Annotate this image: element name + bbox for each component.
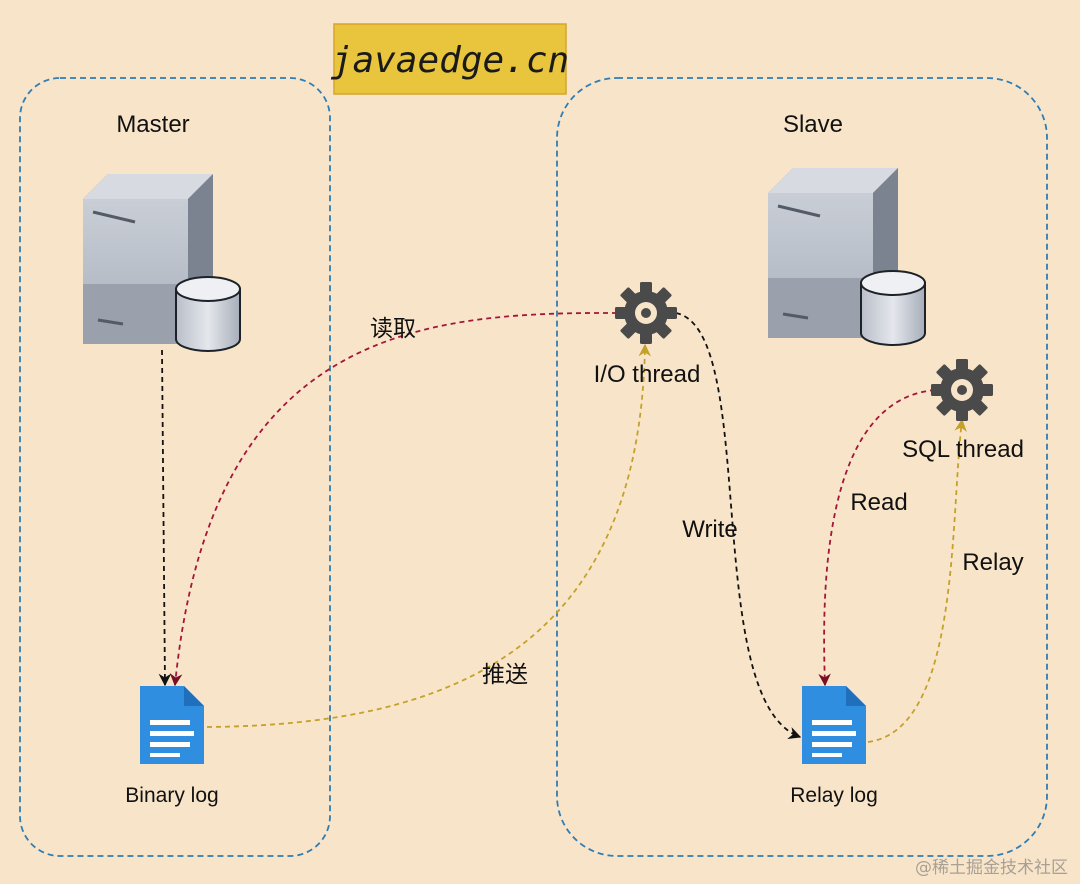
io-thread-label: I/O thread xyxy=(594,361,701,388)
slave-container xyxy=(556,77,1048,857)
slave-title: Slave xyxy=(783,111,843,138)
relay-arrow xyxy=(867,418,967,743)
sql-thread-gear-icon xyxy=(931,359,993,421)
master-to-binlog-arrow xyxy=(158,349,172,687)
edge-label-write: Write xyxy=(682,516,738,543)
master-server-icon xyxy=(81,172,242,353)
sql-thread-label: SQL thread xyxy=(902,436,1024,463)
edge-label-relay: Relay xyxy=(962,549,1023,576)
read-binlog-arrow xyxy=(169,312,618,687)
sql-read-arrow xyxy=(818,389,936,687)
watermark: @稀土掘金技术社区 xyxy=(915,858,1068,878)
edge-label-push-cn: 推送 xyxy=(482,661,528,687)
binary-log-document-icon xyxy=(140,686,204,764)
edge-label-read-cn: 读取 xyxy=(370,315,416,341)
write-relaylog-arrow xyxy=(675,312,802,739)
relay-log-label: Relay log xyxy=(790,784,878,807)
io-thread-gear-icon xyxy=(615,282,677,344)
edge-label-read: Read xyxy=(850,489,907,516)
brand-badge: javaedge.cn xyxy=(331,23,569,95)
master-container xyxy=(19,77,331,857)
brand-badge-text: javaedge.cn xyxy=(331,40,569,81)
binary-log-label: Binary log xyxy=(125,784,218,807)
push-binlog-arrow xyxy=(206,343,652,728)
relay-log-document-icon xyxy=(802,686,866,764)
slave-server-icon xyxy=(766,166,927,347)
master-title: Master xyxy=(116,111,189,138)
